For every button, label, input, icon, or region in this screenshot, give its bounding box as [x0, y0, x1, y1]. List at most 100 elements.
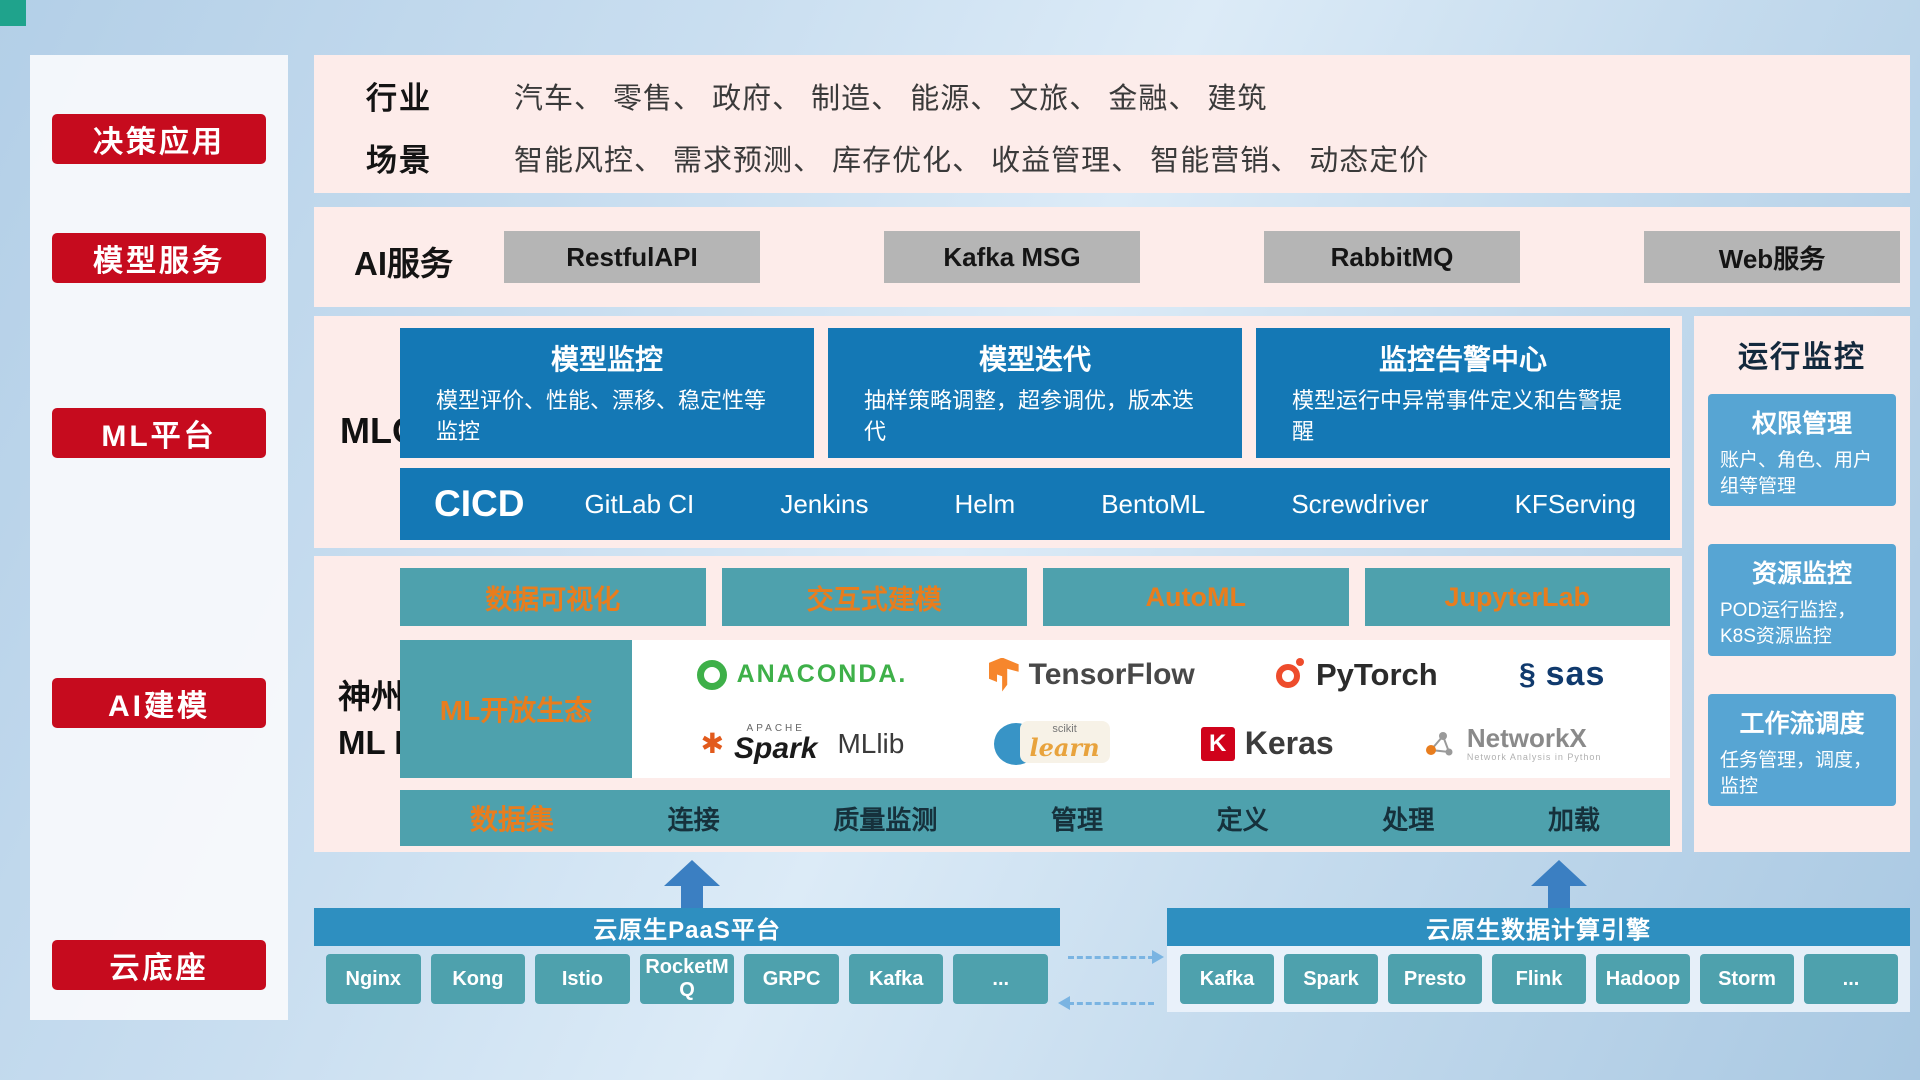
- category-cloud-base: 云底座: [52, 940, 266, 990]
- paas-platform-header: 云原生PaaS平台: [314, 908, 1060, 946]
- category-model-service: 模型服务: [52, 233, 266, 283]
- tool-interactive-modeling: 交互式建模: [721, 568, 1027, 626]
- dataset-process: 处理: [1382, 804, 1435, 835]
- cicd-bentoml: BentoML: [1101, 488, 1206, 519]
- data-engine-header: 云原生数据计算引擎: [1167, 908, 1910, 946]
- service-restfulapi: RestfulAPI: [504, 231, 760, 283]
- tensorflow-icon: [988, 657, 1019, 692]
- sas-icon: §: [1518, 657, 1536, 691]
- spark-star-icon: ✱: [700, 728, 725, 759]
- cicd-jenkins: Jenkins: [780, 488, 869, 519]
- logo-row-2: ✱ APACHE Spark MLlib scikit learn K: [632, 709, 1670, 778]
- tool-automl: AutoML: [1043, 568, 1349, 626]
- service-rabbitmq: RabbitMQ: [1264, 231, 1520, 283]
- ml-ecosystem-band: ML开放生态 ANACONDA. TensorFlow PyTorch § sa…: [400, 640, 1670, 778]
- up-arrow-right-stem: [1548, 886, 1570, 908]
- mllab-panel: 神州数码 ML LAB 数据可视化 交互式建模 AutoML JupyterLa…: [314, 556, 1682, 852]
- engine-components: Kafka Spark Presto Flink Hadoop Storm ..…: [1180, 954, 1898, 1004]
- pytorch-logo: PyTorch: [1275, 656, 1438, 693]
- cicd-bar: CICD GitLab CI Jenkins Helm BentoML Scre…: [400, 468, 1670, 540]
- logo-row-1: ANACONDA. TensorFlow PyTorch § sas: [632, 640, 1670, 709]
- scikit-label: scikit: [1052, 722, 1077, 735]
- dataset-define: 定义: [1216, 804, 1269, 835]
- chip-grpc: GRPC: [744, 954, 839, 1004]
- dataset-manage: 管理: [1050, 804, 1103, 835]
- pytorch-wordmark: PyTorch: [1315, 656, 1438, 692]
- cicd-screwdriver: Screwdriver: [1291, 488, 1429, 519]
- card-model-monitoring: 模型监控 模型评价、性能、漂移、稳定性等监控: [400, 328, 814, 458]
- tensorflow-logo: TensorFlow: [988, 657, 1195, 692]
- chip-storm: Storm: [1700, 954, 1794, 1004]
- networkx-subtitle: Network Analysis in Python: [1466, 751, 1602, 762]
- dashed-arrow-right-head: [1152, 950, 1164, 964]
- chip-more-engine: ...: [1804, 954, 1898, 1004]
- dataset-quality: 质量监测: [833, 804, 938, 835]
- dataset-connect: 连接: [667, 804, 720, 835]
- scikit-learn-wordmark: scikit learn: [1019, 720, 1110, 763]
- chip-hadoop: Hadoop: [1596, 954, 1690, 1004]
- keras-logo: K Keras: [1200, 725, 1334, 762]
- dataset-bar: 数据集 连接 质量监测 管理 定义 处理 加载: [400, 790, 1670, 846]
- resource-monitoring-card: 资源监控 POD运行监控，K8S资源监控: [1708, 544, 1896, 656]
- dashed-arrow-right-line: [1068, 956, 1154, 959]
- learn-label: learn: [1029, 732, 1100, 762]
- service-kafka-msg: Kafka MSG: [884, 231, 1140, 283]
- cicd-gitlab-ci: GitLab CI: [584, 488, 695, 519]
- chip-istio: Istio: [535, 954, 630, 1004]
- chip-kafka-engine: Kafka: [1180, 954, 1274, 1004]
- card-title: 资源监控: [1751, 560, 1852, 588]
- cicd-helm: Helm: [954, 488, 1016, 519]
- ml-ecosystem-logos: ANACONDA. TensorFlow PyTorch § sas ✱: [632, 640, 1670, 778]
- category-ai-modeling: AI建模: [52, 678, 266, 728]
- sas-logo: § sas: [1519, 655, 1605, 694]
- tool-jupyterlab: JupyterLab: [1364, 568, 1670, 626]
- tensorflow-wordmark: TensorFlow: [1028, 657, 1195, 691]
- card-title: 权限管理: [1751, 410, 1852, 438]
- networkx-icon: [1425, 732, 1453, 756]
- mllab-tools: 数据可视化 交互式建模 AutoML JupyterLab: [400, 568, 1670, 626]
- card-desc: 模型评价、性能、漂移、稳定性等监控: [436, 388, 767, 444]
- runtime-monitoring-panel: 运行监控 权限管理 账户、角色、用户组等管理 资源监控 POD运行监控，K8S资…: [1694, 316, 1910, 852]
- mlops-panel: MLOps 模型监控 模型评价、性能、漂移、稳定性等监控 模型迭代 抽样策略调整…: [314, 316, 1682, 548]
- mllib-label: MLlib: [837, 727, 905, 759]
- card-desc: 抽样策略调整，超参调优，版本迭代: [864, 388, 1195, 444]
- scenario-list: 智能风控、 需求预测、 库存优化、 收益管理、 智能营销、 动态定价: [514, 145, 1430, 177]
- card-desc: 任务管理，调度，监控: [1720, 750, 1873, 797]
- networkx-label: NetworkX: [1466, 723, 1587, 754]
- keras-icon: K: [1200, 726, 1235, 761]
- chip-spark: Spark: [1284, 954, 1378, 1004]
- card-alert-center: 监控告警中心 模型运行中异常事件定义和告警提醒: [1256, 328, 1670, 458]
- spark-mllib-logo: ✱ APACHE Spark MLlib: [700, 722, 905, 765]
- category-decision-apps: 决策应用: [52, 114, 266, 164]
- tool-data-viz: 数据可视化: [400, 568, 706, 626]
- chip-nginx: Nginx: [326, 954, 421, 1004]
- card-title: 模型迭代: [978, 344, 1091, 375]
- sas-wordmark: sas: [1545, 655, 1606, 693]
- card-desc: POD运行监控，K8S资源监控: [1720, 600, 1857, 647]
- chip-kafka: Kafka: [848, 954, 944, 1004]
- dashed-arrow-left-head: [1058, 996, 1070, 1010]
- dataset-label: 数据集: [470, 804, 555, 835]
- networkx-wordmark: NetworkX Network Analysis in Python: [1467, 724, 1602, 762]
- industry-scenario-panel: 行业 汽车、 零售、 政府、 制造、 能源、 文旅、 金融、 建筑 场景 智能风…: [314, 55, 1910, 193]
- dashed-arrow-left-line: [1068, 1002, 1154, 1005]
- industry-list: 汽车、 零售、 政府、 制造、 能源、 文旅、 金融、 建筑: [514, 83, 1268, 115]
- up-arrow-left: [664, 860, 720, 886]
- cicd-kfserving: KFServing: [1514, 488, 1636, 519]
- spark-apache-label: APACHE: [746, 722, 805, 734]
- chip-rocketmq: RocketMQ: [639, 954, 735, 1004]
- spark-wordmark: APACHE Spark: [734, 722, 818, 765]
- permission-mgmt-card: 权限管理 账户、角色、用户组等管理: [1708, 394, 1896, 506]
- cicd-label: CICD: [434, 483, 525, 524]
- mlops-cards: 模型监控 模型评价、性能、漂移、稳定性等监控 模型迭代 抽样策略调整，超参调优，…: [400, 328, 1670, 458]
- left-category-rail: 决策应用 模型服务 ML平台 AI建模 云底座: [30, 55, 288, 1020]
- spark-label: Spark: [734, 731, 818, 765]
- industry-label: 行业: [366, 81, 432, 116]
- card-title: 监控告警中心: [1378, 344, 1547, 375]
- chip-kong: Kong: [430, 954, 526, 1004]
- up-arrow-right: [1531, 860, 1587, 886]
- networkx-logo: NetworkX Network Analysis in Python: [1423, 724, 1602, 762]
- service-web: Web服务: [1644, 231, 1900, 283]
- ai-service-panel: AI服务 RestfulAPI Kafka MSG RabbitMQ Web服务: [314, 207, 1910, 307]
- dataset-load: 加载: [1547, 804, 1600, 835]
